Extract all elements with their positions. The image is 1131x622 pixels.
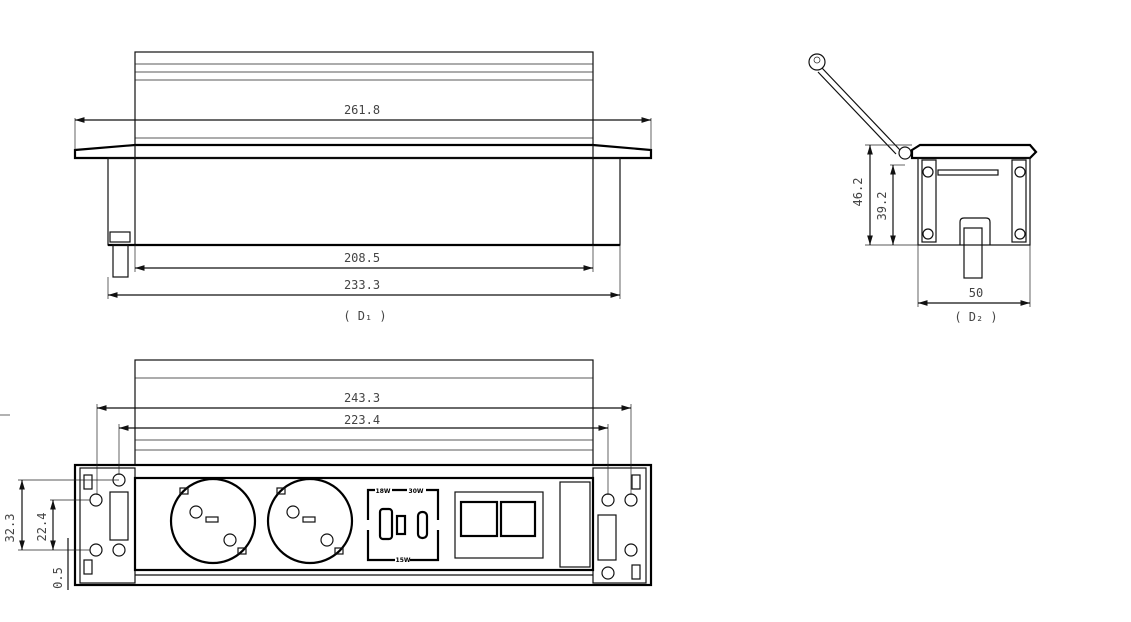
- dim-height-inner: 22.4: [35, 513, 49, 542]
- dim-offset: 0.5: [51, 567, 65, 589]
- dim-body-width: 233.3: [344, 278, 380, 292]
- view-label-d2: ( D₂ ): [954, 310, 997, 324]
- side-view: 46.2 39.2 50 ( D₂ ): [808, 53, 1038, 324]
- rj45-module: [454, 491, 544, 559]
- dim-total-height: 46.2: [851, 178, 865, 207]
- usb-a-port: [378, 507, 394, 541]
- dim-lid-width: 208.5: [344, 251, 380, 265]
- mount-holes: [83, 473, 641, 580]
- usb-c-power: 30W: [409, 488, 424, 495]
- usb-combined-power: 15W: [396, 557, 411, 564]
- usb-c-port: [416, 510, 429, 540]
- view-label-d1: ( D₁ ): [343, 309, 386, 323]
- dim-inner-holes: 223.4: [344, 413, 380, 427]
- blank-panel: [559, 481, 591, 568]
- dim-flange-width: 261.8: [344, 103, 380, 117]
- dim-outer-holes: 243.3: [344, 391, 380, 405]
- front-view: 18W 30W 15W 243.3 223.4 32.3 22.4 0.5: [0, 359, 653, 590]
- usb-a-power: 18W: [376, 488, 391, 495]
- schuko-socket-1: [169, 477, 257, 565]
- top-view: 261.8 208.5 233.3 ( D₁ ): [73, 51, 653, 323]
- schuko-socket-2: [266, 477, 354, 565]
- dim-height-outer: 32.3: [3, 514, 17, 543]
- usb-module: 18W 30W 15W: [366, 488, 440, 564]
- dim-body-height: 39.2: [875, 192, 889, 221]
- dim-depth: 50: [969, 286, 983, 300]
- led-icon: [395, 514, 407, 536]
